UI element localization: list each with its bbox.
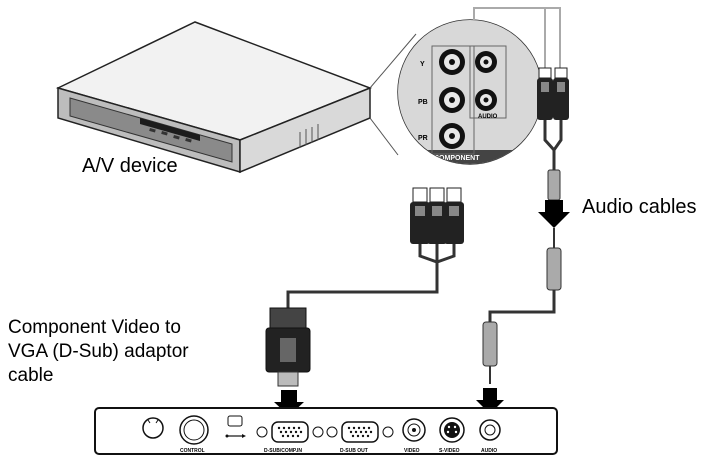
projector-panel: CONTROL D-SUB/COMP.IN D-SUB OUT (94, 407, 558, 455)
inset-rear-panel: Y PB PR AUDIO COMPONENT OUT (397, 19, 543, 169)
port-label-control: CONTROL (180, 448, 205, 454)
port-label-video: VIDEO (404, 448, 420, 454)
arrow-down-icon (538, 200, 570, 228)
component-sub-label: OUT (446, 163, 457, 169)
usb-icon (225, 434, 246, 438)
audio-rca-plugs (537, 67, 569, 120)
audio-cable (473, 7, 570, 414)
port-label-dsub-comp-in: D-SUB/COMP.IN (264, 448, 302, 454)
component-adaptor-label-line2: VGA (D-Sub) adaptor (8, 341, 189, 362)
vga-plug (265, 307, 311, 387)
audio-jack-label: AUDIO (478, 114, 498, 120)
port-label-audio: AUDIO (481, 448, 497, 454)
component-group-label: COMPONENT (434, 155, 480, 162)
component-adaptor-label-line3: cable (8, 365, 54, 386)
audio-jacks (475, 51, 497, 111)
component-jacks (439, 49, 465, 149)
component-rca-plugs (410, 187, 464, 244)
jack-label-pr: PR (418, 135, 428, 142)
jack-label-pb: PB (418, 99, 428, 106)
jack-label-y: Y (420, 61, 425, 68)
av-device-label: A/V device (82, 155, 178, 177)
av-device (55, 21, 373, 174)
arrow-down-icon (274, 390, 304, 416)
port-label-dsub-out: D-SUB OUT (340, 448, 368, 454)
component-cable (265, 187, 464, 416)
component-adaptor-label-line1: Component Video to (8, 317, 181, 338)
audio-cables-label: Audio cables (582, 196, 697, 218)
arrow-down-icon (476, 388, 504, 414)
component-adaptor-label: Component Video to VGA (D-Sub) adaptor c… (8, 316, 248, 388)
port-label-s-video: S-VIDEO (439, 448, 460, 454)
